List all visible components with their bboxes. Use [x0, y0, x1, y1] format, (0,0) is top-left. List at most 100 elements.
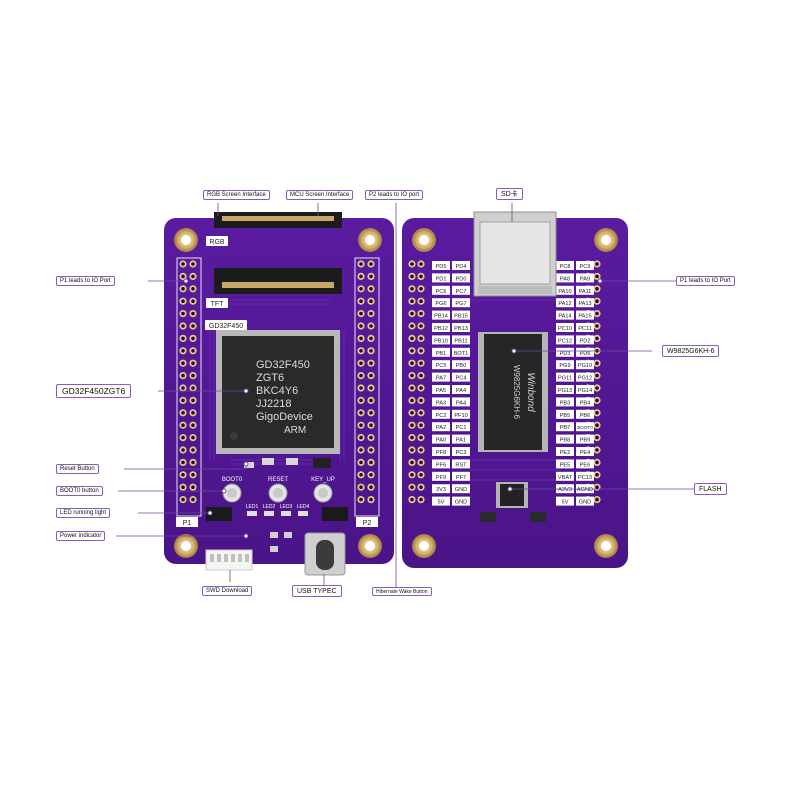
pin-label-bg	[556, 397, 574, 407]
pin-label: PA13	[578, 301, 591, 307]
header-pin-hole	[181, 274, 185, 279]
header-pin-hole	[369, 497, 373, 502]
header-pin-hole	[369, 460, 373, 465]
reset-switch: RESET	[268, 477, 288, 503]
header-pin-hole	[181, 287, 185, 291]
pin-label-bg	[556, 273, 574, 283]
pin-label-bg	[576, 385, 594, 394]
pin-label-bg	[432, 347, 450, 357]
header-pin-hole	[410, 349, 414, 353]
rgb-silk-label: RGB	[209, 239, 225, 246]
p1-silk: P1	[183, 520, 192, 527]
pin-label: PD5	[436, 264, 447, 270]
header-pin-hole	[359, 274, 363, 279]
header-pin-hole	[410, 324, 414, 328]
tft-silk-label: TFT	[211, 301, 225, 308]
p1-header-pins	[179, 260, 197, 504]
header-pin-hole	[369, 373, 373, 378]
header-pin-hole	[595, 485, 599, 490]
pin-label-bg	[556, 323, 574, 332]
header-pin-hole	[191, 386, 195, 390]
pin-label: PG13	[558, 388, 572, 394]
header-pin-hole	[419, 448, 423, 452]
pin-label: PE4	[580, 450, 591, 456]
pin-label: PB5	[560, 413, 571, 419]
header-pin-hole	[359, 299, 363, 304]
pin-label-bg	[576, 285, 594, 295]
header-pin-hole	[419, 497, 423, 502]
pin-label-bg	[432, 385, 450, 394]
header-pin-hole	[369, 485, 373, 490]
header-pin-hole	[369, 324, 373, 328]
header-pin-hole	[369, 423, 373, 428]
pin-label-bg	[556, 372, 574, 382]
header-pin-hole	[191, 349, 195, 353]
pin-label: RST	[455, 462, 467, 468]
pin-label-bg	[452, 285, 470, 295]
led-driver-chip	[206, 507, 232, 521]
header-pin-hole	[419, 423, 423, 428]
sdram-chip: Winbond W9825G6KH-6	[478, 332, 548, 452]
header-pin-hole	[181, 423, 185, 428]
header-pin-hole	[410, 287, 414, 291]
pin-label: PB12	[434, 326, 448, 332]
pin-label: PB11	[454, 338, 467, 344]
pin-label: BOT1	[454, 351, 469, 357]
pin-label-bg	[576, 422, 594, 432]
pin-label: PF6	[436, 462, 446, 468]
pin-label: VBAT	[558, 475, 573, 481]
pin-label-bg	[556, 310, 574, 320]
callout-swd: SWD Download	[202, 586, 253, 596]
pin-label: PG6	[435, 301, 446, 307]
pin-label: PC4	[456, 376, 467, 382]
header-pin-hole	[410, 336, 414, 341]
pin-label-bg	[432, 285, 450, 295]
header-pin-hole	[181, 373, 185, 378]
header-pin-hole	[595, 324, 599, 328]
pin-label: PB7	[560, 425, 571, 431]
header-pin-hole	[410, 411, 414, 415]
header-pin-hole	[191, 448, 195, 452]
pin-label: PE5	[560, 462, 571, 468]
header-pin-hole	[181, 448, 185, 452]
pin-label: PA11	[579, 289, 592, 295]
header-pin-hole	[181, 361, 185, 366]
header-pin-hole	[410, 361, 414, 366]
header-pin-hole	[595, 287, 599, 291]
header-pin-hole	[410, 373, 414, 378]
pin-label: PC7	[456, 289, 467, 295]
pin-label: PG11	[558, 376, 572, 382]
header-pin-hole	[369, 361, 373, 366]
pin-label: PG7	[455, 301, 466, 307]
pin-label-bg	[432, 310, 450, 320]
pin-label: PC8	[560, 264, 571, 270]
header-pin-hole	[410, 423, 414, 428]
pin-label-bg	[576, 372, 594, 382]
pin-label: PD2	[580, 338, 591, 344]
header-pin-hole	[359, 497, 363, 502]
pin-label-bg	[452, 273, 470, 283]
pin-label: PA3	[436, 400, 446, 406]
pin-label: PD4	[456, 264, 467, 270]
header-pin-hole	[595, 361, 599, 366]
callout-led-light: LED running light	[56, 508, 111, 518]
pin-label-bg	[452, 484, 470, 494]
callout-rgb-interface: RGB Screen Interface	[203, 190, 270, 200]
led4-silk: LED4	[297, 504, 310, 510]
pin-label-bg	[556, 298, 574, 308]
pin-label: PE6	[580, 462, 591, 468]
header-pin-hole	[191, 373, 195, 378]
pin-label: PA0	[436, 438, 446, 444]
header-pin-hole	[359, 373, 363, 378]
pin-label-bg	[576, 298, 594, 308]
header-pin-hole	[359, 349, 363, 353]
pin-label: PA15	[578, 314, 591, 320]
sdram-line-1: Winbond	[525, 372, 536, 412]
pin-label-bg	[556, 459, 574, 469]
pin-label-bg	[452, 298, 470, 308]
pin-label-bg	[432, 496, 450, 506]
pin-label: PG14	[578, 388, 592, 394]
